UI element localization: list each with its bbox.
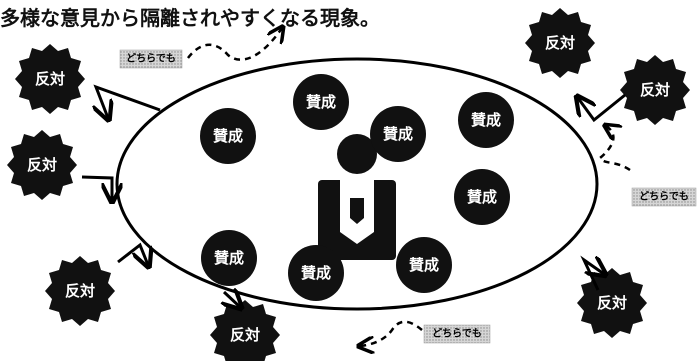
agree-label: 賛成 [301, 264, 331, 282]
oppose-badge: 反対 [7, 130, 77, 200]
oppose-label: 反対 [640, 81, 670, 99]
oppose-label: 反対 [65, 282, 95, 300]
oppose-label: 反対 [230, 326, 260, 344]
agree-circle: 賛成 [458, 92, 514, 148]
agree-label: 賛成 [471, 111, 501, 129]
agree-label: 賛成 [213, 127, 243, 145]
oppose-label: 反対 [35, 70, 65, 88]
either-text: どちらでも [639, 190, 689, 203]
dashed-arrows [187, 28, 631, 346]
oppose-badge: 反対 [15, 44, 85, 114]
agree-circle: 賛成 [396, 237, 452, 293]
agree-label: 賛成 [467, 188, 497, 206]
oppose-badge: 反対 [525, 8, 595, 78]
agree-label: 賛成 [214, 249, 244, 267]
either-tag: どちらでも [631, 187, 697, 207]
caption-text: 多様な意見から隔離されやすくなる現象。 [0, 6, 380, 30]
either-tag: どちらでも [119, 49, 183, 69]
arrow [96, 84, 161, 118]
agree-circle: 賛成 [201, 230, 257, 286]
either-text: どちらでも [126, 52, 176, 65]
agree-label: 賛成 [409, 256, 439, 274]
oppose-label: 反対 [545, 34, 575, 52]
arrow [578, 95, 626, 123]
solid-arrows [81, 84, 626, 307]
arrow [187, 28, 282, 61]
either-text: どちらでも [432, 327, 482, 340]
arrow [360, 320, 423, 346]
oppose-badge: 反対 [577, 268, 647, 338]
agree-label: 賛成 [383, 125, 413, 143]
oppose-label: 反対 [27, 156, 57, 174]
agree-circle: 賛成 [293, 74, 349, 130]
agree-circle: 賛成 [370, 106, 426, 162]
agree-circle: 賛成 [200, 108, 256, 164]
either-tag: どちらでも [423, 324, 491, 344]
oppose-badge: 反対 [45, 256, 115, 326]
agree-circle: 賛成 [288, 245, 344, 301]
person-with-shield-icon [318, 134, 396, 260]
arrow [117, 242, 148, 265]
oppose-badge: 反対 [620, 55, 690, 125]
oppose-label: 反対 [597, 294, 627, 312]
oppose-badge: 反対 [210, 300, 280, 361]
arrow [81, 175, 112, 200]
agree-circle: 賛成 [454, 169, 510, 225]
arrow [598, 126, 631, 172]
agree-label: 賛成 [306, 93, 336, 111]
arrow [580, 255, 604, 291]
arrow [224, 292, 240, 307]
